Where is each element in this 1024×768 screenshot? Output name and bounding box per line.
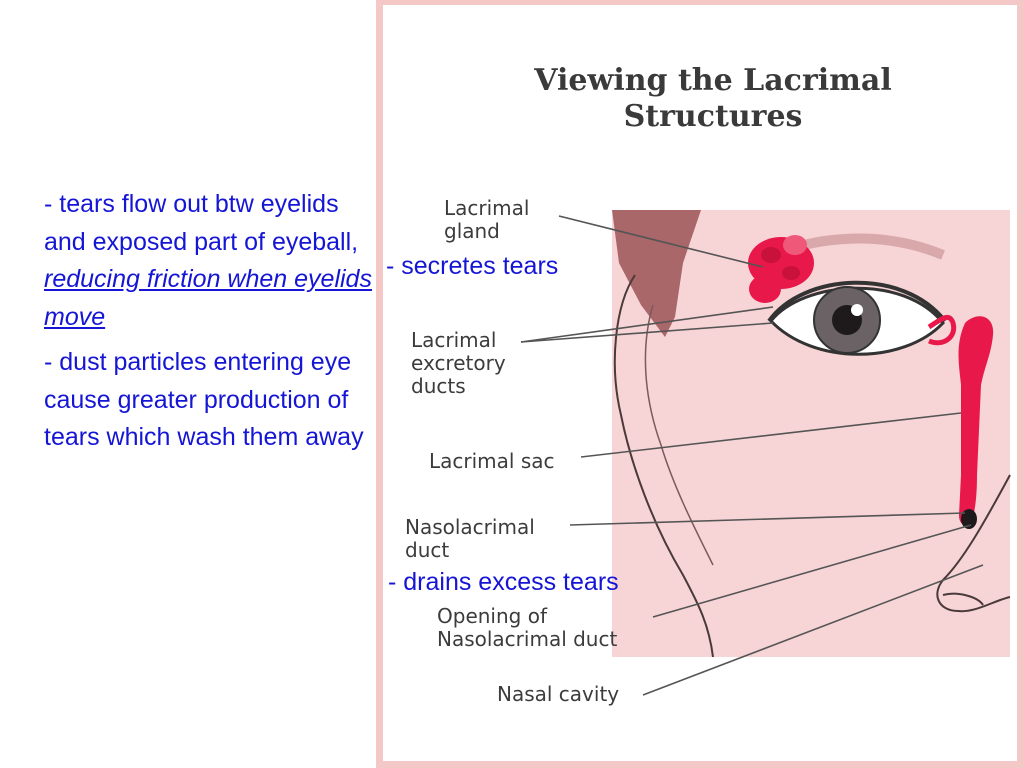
duct-opening [961, 509, 977, 529]
label-nasolacrimal-duct: Nasolacrimal duct [405, 516, 535, 562]
canaliculi [927, 314, 957, 346]
label-naso-line-1: Nasolacrimal [405, 515, 535, 539]
label-lacrimal-sac: Lacrimal sac [429, 449, 555, 473]
label-excretory-line-1: Lacrimal [411, 328, 497, 352]
label-lacrimal-gland: Lacrimal gland [444, 197, 529, 243]
figure-title-line-2: Structures [623, 99, 803, 134]
label-naso-line-2: duct [405, 538, 450, 562]
notes-text: - tears flow out btw eyelids and exposed… [44, 186, 374, 465]
note-tears-flow-text: - tears flow out btw eyelids and exposed… [44, 190, 359, 256]
label-opening-line-2: Nasolacrimal duct [437, 627, 618, 651]
ear-outline [613, 274, 714, 658]
lacrimal-sac-duct [958, 316, 994, 525]
label-opening-line-1: Opening of [437, 604, 547, 628]
upper-eyelid [767, 280, 947, 323]
lacrimal-figure: Viewing the Lacrimal Structures [376, 0, 1024, 768]
nose-outline [936, 474, 1011, 613]
eye-highlight [851, 304, 863, 316]
annotation-secretes-tears: - secretes tears [386, 252, 559, 280]
note-dust-particles: - dust particles entering eye cause grea… [44, 348, 364, 451]
nostril [942, 592, 984, 606]
label-excretory-line-2: excretory [411, 351, 506, 375]
hair-region [612, 210, 701, 337]
note-tears-flow: - tears flow out btw eyelids and exposed… [44, 186, 374, 336]
figure-title: Viewing the Lacrimal Structures [383, 63, 1024, 135]
label-excretory-line-3: ducts [411, 374, 466, 398]
label-lacrimal-gland-line-1: Lacrimal [444, 196, 530, 220]
lacrimal-gland [748, 235, 814, 303]
annotation-drains-excess-tears: - drains excess tears [388, 568, 619, 596]
note-reducing-friction: reducing friction when eyelids move [44, 265, 372, 331]
label-lacrimal-excretory-ducts: Lacrimal excretory ducts [411, 329, 506, 398]
label-opening-nasolacrimal-duct: Opening of Nasolacrimal duct [437, 605, 617, 651]
label-nasal-cavity: Nasal cavity [497, 682, 620, 706]
label-lacrimal-gland-line-2: gland [444, 219, 500, 243]
cheek-outline [644, 304, 714, 566]
figure-title-line-1: Viewing the Lacrimal [534, 63, 892, 98]
leader-lines [520, 215, 984, 696]
eye-illustration [520, 210, 1011, 696]
